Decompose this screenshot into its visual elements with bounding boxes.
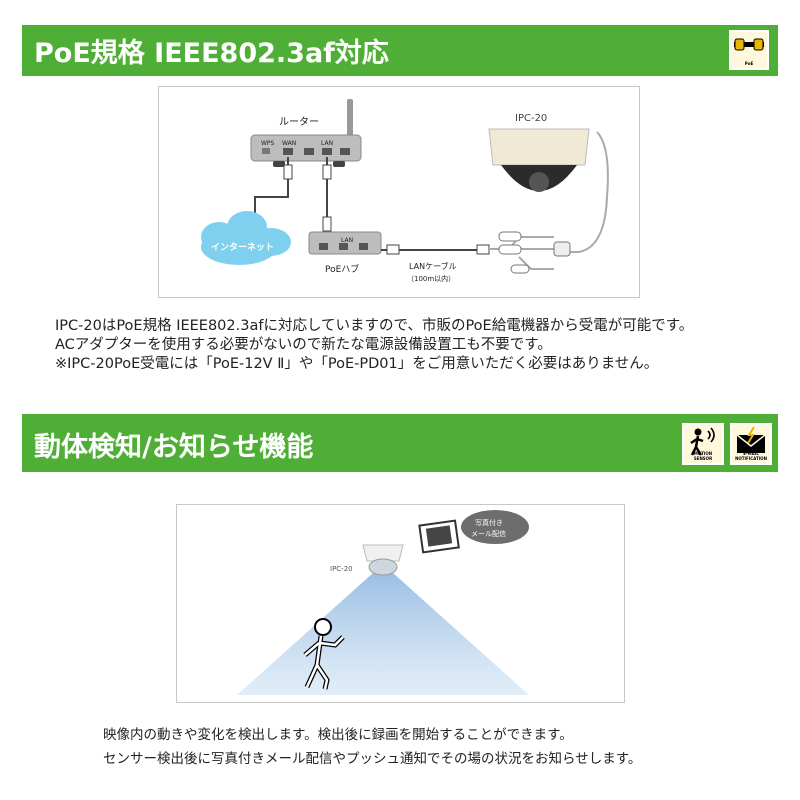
email-delivery-bubble: 写真付き メール配信 (461, 510, 529, 544)
router-port-wan: WAN (282, 140, 296, 147)
motion-sensor-caption: MOTION SENSOR (693, 451, 713, 461)
section-title-poe: PoE規格 IEEE802.3af対応 (34, 38, 389, 69)
poe-description-line-2: ACアダプターを使用する必要がないので新たな電源設備設置工も不要です。 (55, 337, 552, 353)
motion-description-line-1: 映像内の動きや変化を検出します。検出後に録画を開始することができます。 (103, 727, 573, 743)
section-header-poe: PoE規格 IEEE802.3af対応 PoE (22, 25, 778, 76)
poe-description-line-1: IPC-20はPoE規格 IEEE802.3afに対応していますので、市販のPo… (55, 318, 694, 334)
motion-sensor-icon (690, 427, 715, 456)
bubble-line-2: メール配信 (471, 529, 506, 538)
poe-hub-label: PoEハブ (325, 263, 359, 275)
email-notification-caption: E-MAIL NOTIFICATION (735, 451, 767, 461)
router-port-wps: WPS (261, 140, 275, 147)
section-header-motion: 動体検知/お知らせ機能 MOTION SENSOR E-MAIL NOTIFIC… (22, 414, 778, 472)
motion-detection-diagram: IPC-20 写真付き メール配信 (176, 504, 625, 703)
router-port-lan: LAN (321, 140, 333, 147)
detection-cone (237, 573, 529, 695)
poe-badge-caption: PoE (744, 61, 754, 66)
hub-port-label: LAN (341, 237, 353, 244)
camera-cable (564, 131, 609, 253)
router-antenna (347, 99, 353, 141)
camera-label: IPC-20 (515, 113, 547, 124)
poe-description-line-3: ※IPC-20PoE受電には「PoE-12V Ⅱ」や「PoE-PD01」をご用意… (55, 356, 659, 372)
motion-diagram-svg: IPC-20 写真付き メール配信 (237, 510, 529, 695)
lan-cable-sublabel: （100m以内） (407, 274, 455, 283)
motion-description-line-2: センサー検出後に写真付きメール配信やプッシュ通知でその場の状況をお知らせします。 (103, 751, 642, 767)
camera-illustration (488, 128, 590, 192)
section-title-motion: 動体検知/お知らせ機能 (34, 432, 314, 463)
internet-label: インターネット (211, 241, 274, 253)
bubble-line-1: 写真付き (475, 518, 503, 527)
poe-badge: PoE (729, 30, 769, 70)
ceiling-camera (362, 544, 404, 576)
email-notification-badge: E-MAIL NOTIFICATION (730, 423, 772, 465)
camera-label-motion: IPC-20 (330, 565, 353, 573)
motion-description: 映像内の動きや変化を検出します。検出後に録画を開始することができます。 センサー… (0, 723, 800, 771)
poe-connection-diagram: ルーター WPS WAN LAN インターネット LAN PoEハブ (158, 86, 640, 298)
walking-person (303, 618, 345, 690)
motion-sensor-badge: MOTION SENSOR (682, 423, 724, 465)
poe-cable-icon (734, 38, 764, 51)
router-label: ルーター (279, 116, 319, 128)
poe-diagram-svg: ルーター WPS WAN LAN インターネット LAN PoEハブ (201, 99, 609, 283)
lan-cable-label: LANケーブル (409, 261, 457, 271)
email-envelope-icon (736, 426, 766, 453)
photo-icon (418, 519, 460, 554)
poe-description: IPC-20はPoE規格 IEEE802.3afに対応していますので、市販のPo… (0, 317, 800, 374)
internet-cloud (201, 211, 291, 265)
